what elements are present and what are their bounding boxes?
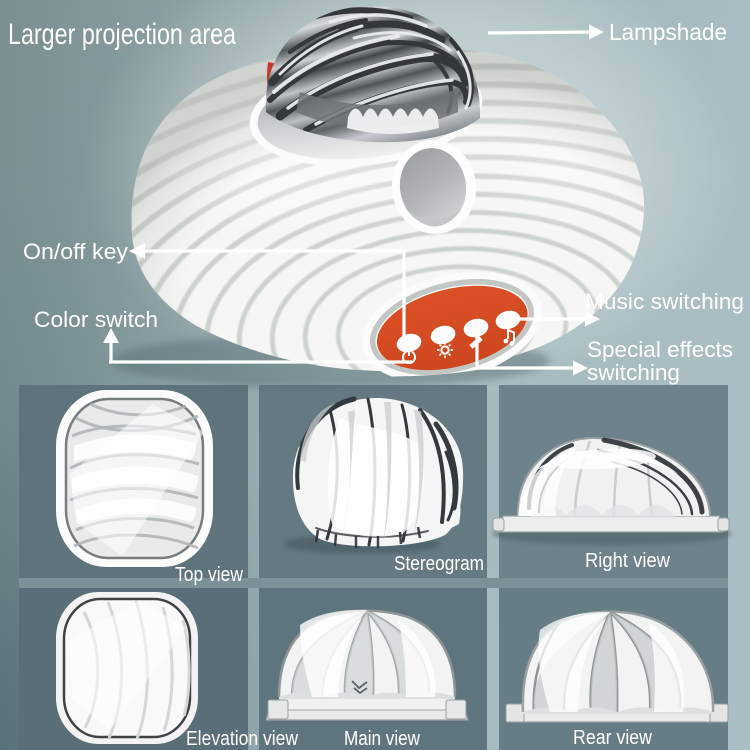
svg-text:Lampshade: Lampshade <box>609 19 727 45</box>
svg-text:Stereogram: Stereogram <box>394 553 484 575</box>
svg-text:On/off key: On/off key <box>23 239 128 264</box>
svg-text:Music switching: Music switching <box>585 289 744 314</box>
svg-text:Right view: Right view <box>585 550 671 572</box>
svg-text:Top view: Top view <box>175 564 243 586</box>
svg-text:Elevation view: Elevation view <box>186 728 298 750</box>
svg-text:Color switch: Color switch <box>34 307 158 332</box>
svg-text:Main view: Main view <box>344 728 420 750</box>
svg-text:Special effects: Special effects <box>587 337 733 362</box>
svg-text:Larger projection area: Larger projection area <box>8 18 236 51</box>
svg-text:switching: switching <box>587 360 680 385</box>
svg-text:Rear view: Rear view <box>573 727 652 749</box>
